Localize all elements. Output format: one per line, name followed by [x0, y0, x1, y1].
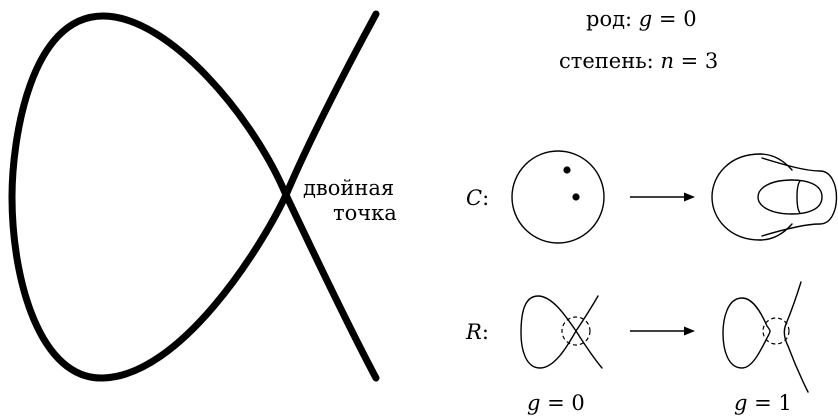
genus-value: = 0 — [658, 7, 697, 31]
degree-variable: n — [660, 49, 674, 73]
arrow-c-head — [684, 192, 695, 202]
arrow-r-head — [684, 326, 695, 336]
row-r-variable: R — [466, 320, 482, 344]
degree-value: = 3 — [680, 49, 719, 73]
marked-point-1 — [563, 166, 571, 174]
row-c-variable: C — [466, 186, 483, 210]
double-point-label-line1: двойная — [303, 176, 395, 200]
bottom-left-variable: g — [527, 391, 541, 415]
bottom-right-value: = 1 — [754, 391, 792, 415]
genus-variable: g — [638, 7, 653, 31]
nodal-cubic-curve — [8, 10, 380, 382]
degree-caption: степень: n = 3 — [559, 49, 718, 73]
genus-caption: род: g = 0 — [586, 7, 697, 31]
genus-word: род: — [586, 7, 633, 31]
torus-surface — [711, 153, 838, 241]
real-nodal-curve — [520, 295, 603, 369]
bottom-left-value: = 0 — [547, 391, 585, 415]
bottom-left-caption: g = 0 — [527, 391, 585, 415]
bottom-right-caption: g = 1 — [734, 391, 792, 415]
row-c-colon: : — [482, 186, 490, 210]
row-c-label: C: — [466, 186, 489, 210]
bottom-right-variable: g — [734, 391, 748, 415]
dashed-circle-left — [561, 316, 591, 346]
dashed-circle-right — [762, 317, 790, 345]
row-r-colon: : — [481, 320, 489, 344]
double-point-label-line2: точка — [333, 201, 397, 225]
smoothed-curve — [722, 281, 809, 393]
sphere-with-points — [511, 150, 605, 244]
row-r-label: R: — [466, 320, 489, 344]
degree-word: степень: — [559, 49, 654, 73]
marked-point-2 — [572, 193, 580, 201]
